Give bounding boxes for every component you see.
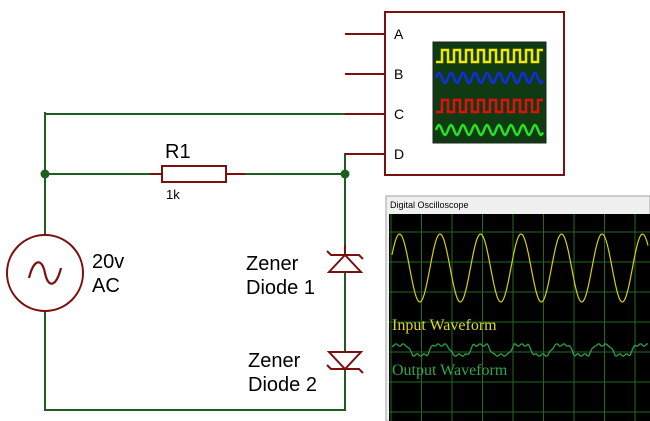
source-type: AC (92, 275, 120, 297)
wire-bottom (44, 369, 346, 411)
zener-diode-1[interactable]: Zener Diode 1 (246, 245, 364, 299)
channel-label-b: B (394, 66, 403, 82)
resistor-r1[interactable]: R1 1k (150, 141, 245, 202)
zener1-label-line1: Zener (246, 253, 299, 275)
zener-triangle (326, 351, 364, 371)
source-voltage: 20v (92, 251, 124, 273)
resistor-value: 1k (166, 187, 180, 202)
resistor-body (161, 165, 227, 183)
resistor-name: R1 (165, 141, 191, 163)
input-waveform-label: Input Waveform (392, 317, 497, 334)
channel-label-d: D (394, 146, 404, 162)
input-waveform-trace (391, 233, 649, 303)
scope-display (389, 214, 650, 421)
zener-triangle (326, 253, 364, 273)
scope-screen-icon (432, 41, 547, 144)
output-waveform-trace (391, 343, 648, 357)
channel-label-a: A (394, 26, 404, 42)
zener-cathode-bar (326, 364, 364, 374)
zener2-label-line2: Diode 2 (248, 374, 317, 396)
oscilloscope-symbol[interactable]: A B C D (345, 11, 565, 176)
window-title: Digital Oscilloscope (390, 200, 469, 210)
zener2-label-line1: Zener (248, 350, 301, 372)
channel-label-c: C (394, 106, 404, 122)
oscilloscope-window[interactable]: Digital Oscilloscope Input Waveform Outp… (385, 195, 650, 421)
ac-source[interactable]: 20v AC (6, 234, 124, 312)
zener1-label-line2: Diode 1 (246, 277, 315, 299)
sine-icon (27, 261, 63, 285)
junction-dot (340, 169, 350, 179)
circuit-wires (44, 112, 386, 411)
zener-diode-2[interactable]: Zener Diode 2 (248, 350, 364, 396)
junction-dot (40, 169, 50, 179)
output-waveform-label: Output Waveform (392, 362, 508, 379)
wire-to-channel-c (44, 112, 346, 115)
scope-grid (389, 214, 650, 421)
